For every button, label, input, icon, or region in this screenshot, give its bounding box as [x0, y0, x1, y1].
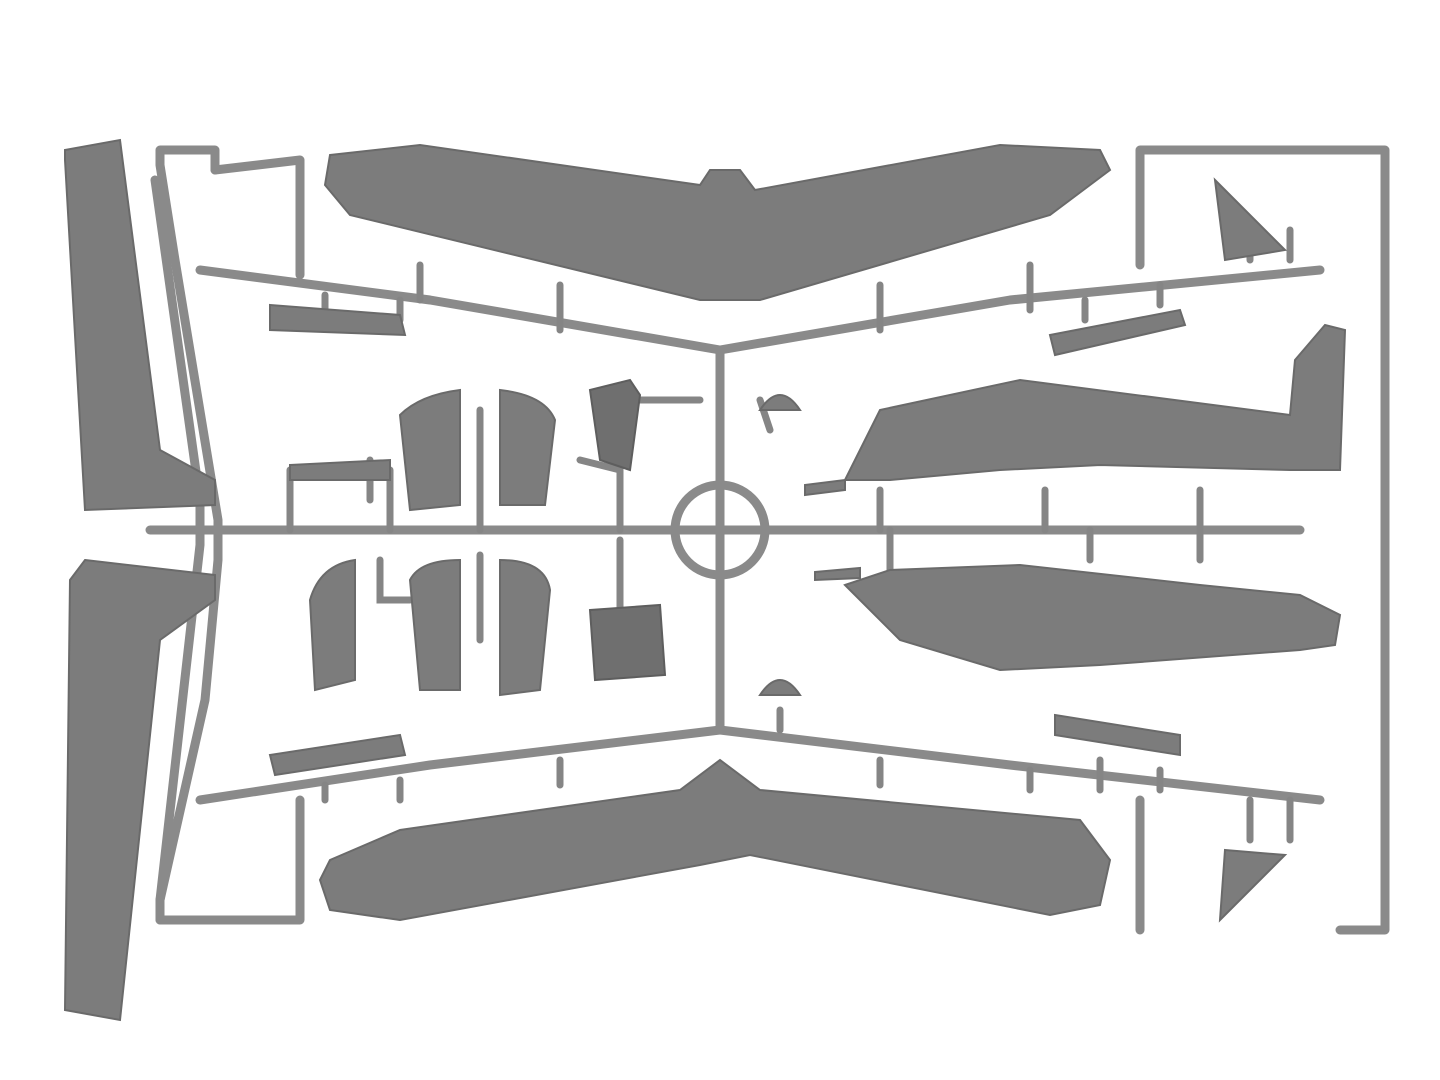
- part-lower-fuselage: [843, 563, 1342, 672]
- part-bottom-wing: [318, 758, 1112, 922]
- part-seat-pan: [289, 458, 391, 481]
- sprue-parts: [63, 138, 1347, 1022]
- part-control-surface-5: [499, 558, 552, 697]
- part-left-upper-wing-panel: [64, 138, 216, 512]
- part-control-surface-3: [308, 558, 356, 692]
- part-headrest-upper: [758, 394, 802, 411]
- part-control-surface-2: [499, 388, 557, 506]
- part-right-strip-bottom: [1054, 713, 1181, 757]
- part-top-wing: [323, 143, 1112, 301]
- part-left-strip-top: [269, 303, 407, 337]
- part-tail-fin-top: [1213, 177, 1288, 262]
- part-left-lower-wing-panel: [63, 558, 216, 1022]
- part-cowling-lower: [588, 603, 667, 682]
- part-control-surface-4: [408, 558, 461, 691]
- part-rod-lower: [814, 566, 861, 582]
- part-left-strip-bottom: [268, 733, 407, 777]
- part-right-strip-top: [1048, 308, 1187, 357]
- part-headrest-lower: [758, 679, 802, 696]
- part-tail-fin-bottom: [1218, 848, 1288, 923]
- sprue-frame: [145, 145, 1390, 935]
- part-upper-fuselage: [843, 323, 1347, 481]
- part-control-surface-1: [398, 388, 461, 512]
- part-rod-upper: [804, 478, 846, 497]
- part-cowling-upper: [588, 378, 642, 472]
